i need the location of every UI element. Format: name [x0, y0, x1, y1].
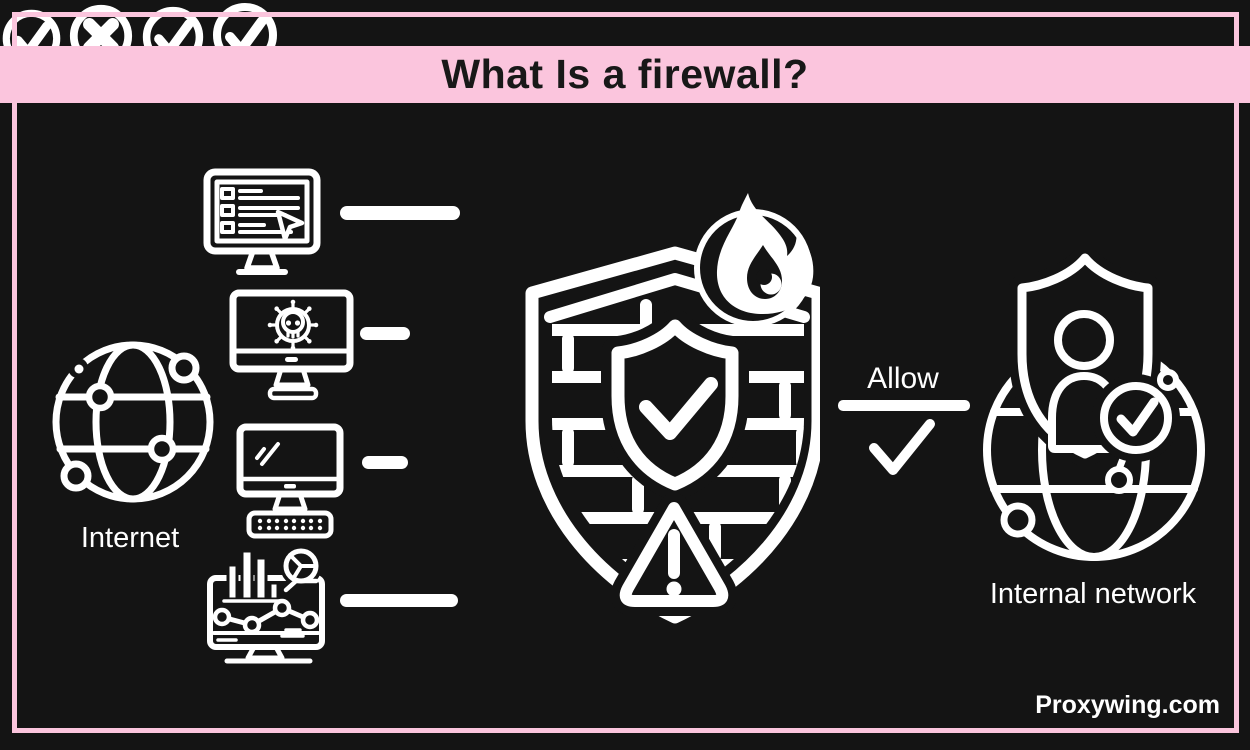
line-graph-icon [212, 598, 320, 635]
warning-triangle-icon [610, 493, 738, 616]
internet-globe-icon [52, 341, 214, 503]
user-head [1054, 310, 1114, 370]
title-band: What Is a firewall? [0, 46, 1250, 103]
brand-watermark: Proxywing.com [1035, 691, 1220, 719]
connector-dash-2 [360, 327, 410, 340]
pink-border-frame [12, 12, 1239, 733]
internet-label: Internet [80, 522, 180, 554]
monitor-malware-icon [229, 289, 354, 401]
keyboard-icon [246, 510, 334, 539]
connector-line-4 [340, 594, 458, 607]
shield-check-icon [601, 309, 749, 501]
connector-dash-3 [362, 456, 408, 469]
monitor-analytics-icon [207, 545, 325, 664]
flame-icon [694, 193, 814, 327]
allow-line [838, 400, 970, 411]
allow-label: Allow [867, 362, 939, 395]
cursor-arrow-icon [275, 209, 305, 242]
connector-line-1 [340, 206, 460, 220]
page-title: What Is a firewall? [441, 51, 809, 97]
allow-checkmark-icon [869, 419, 935, 475]
monitor-checklist-icon [203, 168, 321, 275]
monitor-desktop-icon [236, 423, 344, 539]
internal-network-label: Internal network [989, 578, 1197, 610]
bar-chart-icon [222, 549, 282, 603]
firewall-brick-shield-icon [525, 193, 820, 624]
check-badge-icon [1092, 374, 1180, 462]
internal-network-icon [983, 250, 1205, 561]
virus-skull-icon [267, 299, 319, 351]
